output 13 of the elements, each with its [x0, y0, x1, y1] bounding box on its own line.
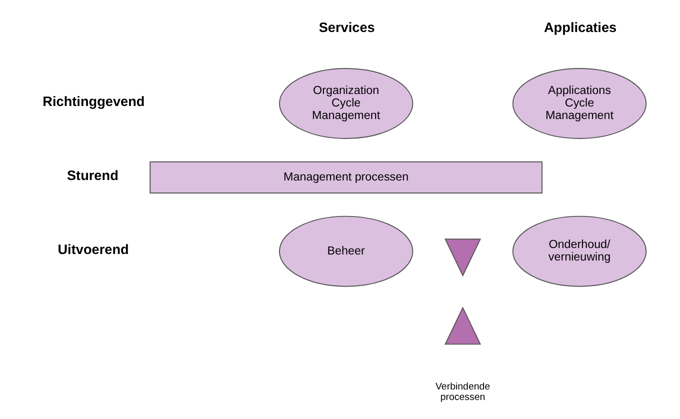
- label: Services: [318, 20, 374, 36]
- node-ellipse: Onderhoud/ vernieuwing: [512, 216, 646, 287]
- label: Richtinggevend: [42, 94, 144, 110]
- node-label: Verbindende processen: [434, 381, 490, 404]
- node-ellipse: Applications Cycle Management: [512, 68, 646, 139]
- node-ellipse: Organization Cycle Management: [278, 68, 413, 139]
- node-ellipse: Beheer: [278, 216, 413, 287]
- label: Applicaties: [543, 20, 616, 36]
- label: Sturend: [66, 168, 118, 184]
- node-triangle: [444, 238, 481, 277]
- label: Uitvoerend: [57, 242, 128, 257]
- node-triangle: [444, 306, 481, 345]
- node-box: Management processen: [149, 161, 542, 194]
